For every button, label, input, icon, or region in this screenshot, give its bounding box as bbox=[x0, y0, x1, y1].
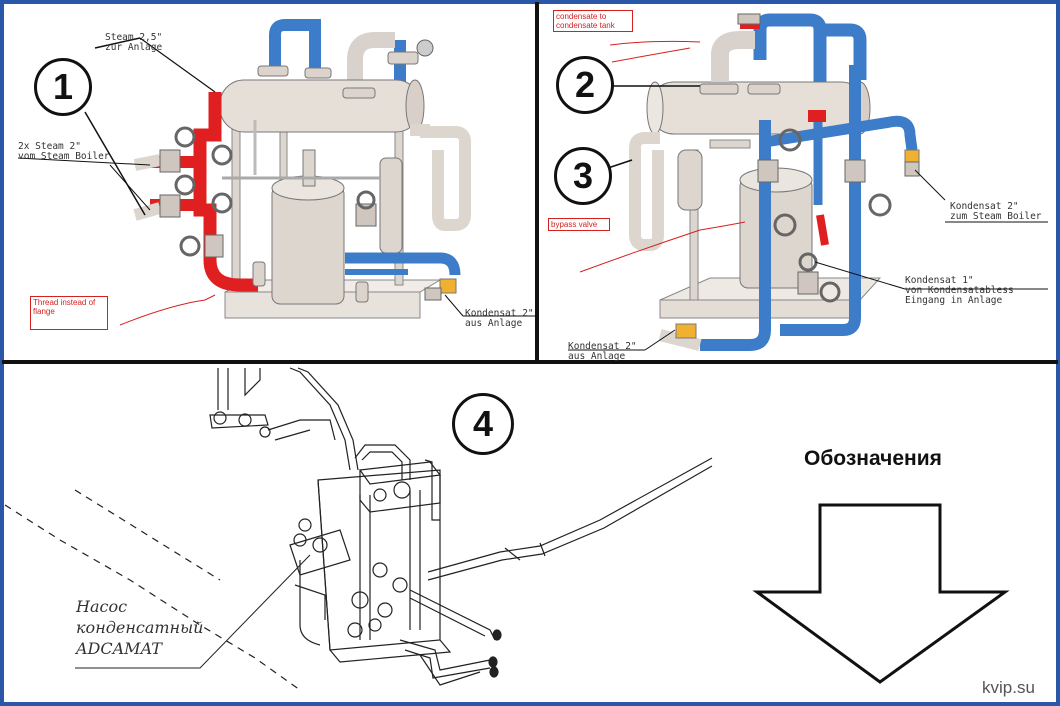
note-thread-instead-of-flange: Thread instead of flange bbox=[30, 296, 108, 330]
label-steam-2-5: Steam 2,5" zur Anlage bbox=[105, 32, 163, 53]
panel-1-drawing bbox=[17, 19, 535, 326]
callout-number-3: 3 bbox=[554, 147, 612, 205]
note-bypass-valve: bypass valve bbox=[548, 218, 610, 231]
panel-3-drawing bbox=[4, 367, 713, 691]
callout-number-2: 2 bbox=[556, 56, 614, 114]
panel-2-drawing bbox=[568, 13, 1048, 351]
label-kondensat-aus-anlage-p1: Kondensat 2" aus Anlage bbox=[465, 308, 534, 329]
legend-arrow bbox=[752, 503, 1010, 684]
label-steam-2x: 2x Steam 2" vom Steam Boiler bbox=[18, 141, 110, 162]
label-pump-adcamat: Насос конденсатный ADCAMAT bbox=[76, 597, 204, 658]
note-condensate-to-tank: condensate to condensate tank bbox=[553, 10, 633, 32]
watermark: kvip.su bbox=[982, 678, 1035, 697]
label-kondensat-aus-anlage-p2: Kondensat 2" aus Anlage bbox=[568, 341, 637, 362]
callout-number-4: 4 bbox=[452, 393, 514, 455]
label-kondensat-1-von-kondensatabless: Kondensat 1" von Kondensatabless Eingang… bbox=[905, 275, 1014, 306]
legend-title: Обозначения bbox=[804, 447, 942, 470]
label-kondensat-zum-steam-boiler: Kondensat 2" zum Steam Boiler bbox=[950, 201, 1042, 222]
callout-number-1: 1 bbox=[34, 58, 92, 116]
